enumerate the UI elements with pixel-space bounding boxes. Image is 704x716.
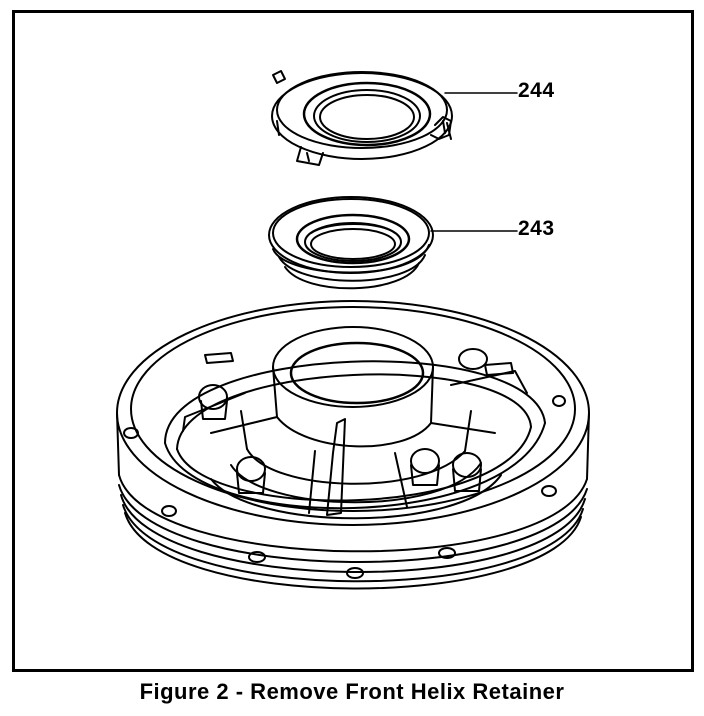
leader-lines (430, 92, 518, 232)
callout-244: 244 (518, 79, 555, 102)
exploded-view-drawing (116, 70, 590, 590)
helix-retainer-244 (271, 70, 453, 166)
pump-housing (116, 300, 590, 590)
bearing-243 (268, 196, 434, 290)
figure-caption: Figure 2 - Remove Front Helix Retainer (139, 679, 565, 704)
figure-frame: 244 243 (12, 10, 694, 672)
callout-243: 243 (518, 217, 555, 240)
